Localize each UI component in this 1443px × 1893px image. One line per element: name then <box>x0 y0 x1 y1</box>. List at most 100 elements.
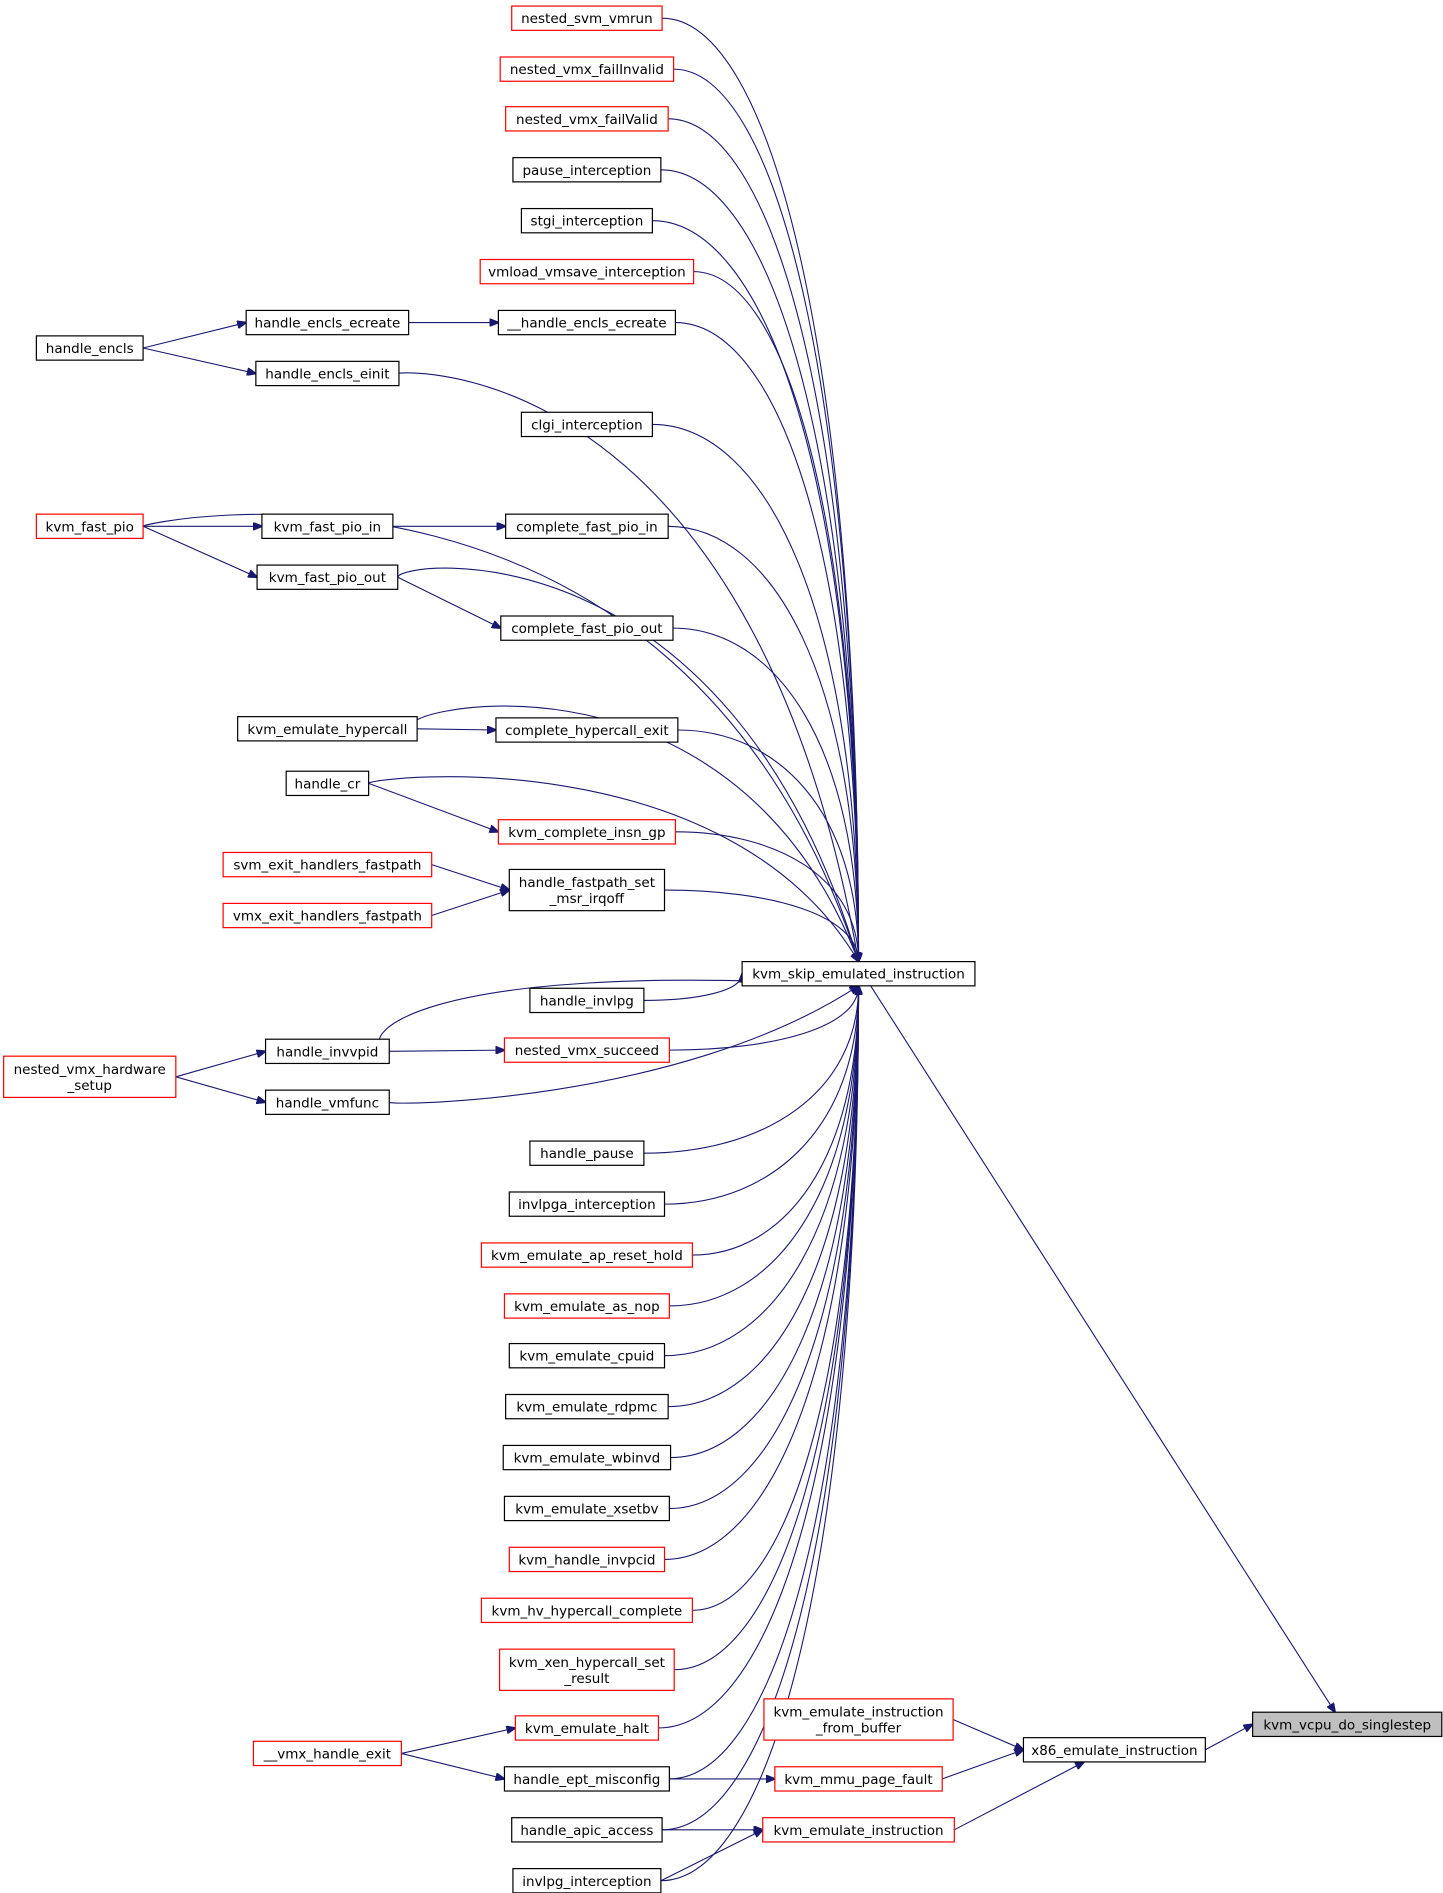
node-box <box>505 513 669 539</box>
node-clgi_interception[interactable]: clgi_interception <box>520 411 653 438</box>
node-box <box>479 258 695 285</box>
node-handle_pause[interactable]: handle_pause <box>529 1140 645 1166</box>
node-kvm_handle_invpcid[interactable]: kvm_handle_invpcid <box>508 1546 666 1573</box>
node-kvm_mmu_page_fault[interactable]: kvm_mmu_page_fault <box>774 1766 943 1792</box>
node-label: kvm_emulate_instruction <box>773 1823 943 1839</box>
node-label: kvm_mmu_page_fault <box>784 1772 932 1788</box>
node-kvm_complete_insn_gp[interactable]: kvm_complete_insn_gp <box>497 819 677 845</box>
node-label: kvm_emulate_xsetbv <box>515 1501 658 1517</box>
node-box <box>498 1648 675 1691</box>
node-complete_fast_pio_in[interactable]: complete_fast_pio_in <box>505 513 669 539</box>
node-box <box>256 564 399 590</box>
node-kvm_emulate_hypercall[interactable]: kvm_emulate_hypercall <box>237 716 418 742</box>
edge-kvm_fast_pio_out-to-complete_fast_pio_out <box>397 576 501 628</box>
node-box <box>511 1817 663 1843</box>
node-label: nested_vmx_succeed <box>515 1043 659 1059</box>
node-label: clgi_interception <box>531 417 643 433</box>
node-kvm_emulate_instruction[interactable]: kvm_emulate_instruction <box>762 1817 955 1843</box>
node-handle_encls_einit[interactable]: handle_encls_einit <box>255 360 400 387</box>
node-invlpg_interception[interactable]: invlpg_interception <box>512 1868 662 1893</box>
node-kvm_emulate_ap_reset_hold[interactable]: kvm_emulate_ap_reset_hold <box>480 1242 693 1268</box>
node-kvm_skip_emulated_instruction[interactable]: kvm_skip_emulated_instruction <box>741 960 976 987</box>
node-kvm_emulate_rdpmc[interactable]: kvm_emulate_rdpmc <box>505 1393 669 1420</box>
edge-handle_fastpath_set_msr_irqoff-to-kvm_skip_emulated_instruction <box>664 889 859 962</box>
node-box <box>763 1698 954 1741</box>
node-handle_cr[interactable]: handle_cr <box>285 770 370 797</box>
node-label: kvm_vcpu_do_singlestep <box>1263 1717 1431 1733</box>
edge-kvm_fast_pio-to-kvm_fast_pio_out <box>142 525 257 577</box>
node-box <box>222 902 433 929</box>
edge-kvm_emulate_as_nop-to-kvm_skip_emulated_instruction <box>669 986 858 1307</box>
node-nested_svm_vmrun[interactable]: nested_svm_vmrun <box>511 5 663 31</box>
node-complete_hypercall_exit[interactable]: complete_hypercall_exit <box>495 717 679 743</box>
edge-x86_emulate_instruction-to-kvm_vcpu_do_singlestep <box>1205 1724 1252 1751</box>
node-kvm_emulate_wbinvd[interactable]: kvm_emulate_wbinvd <box>502 1444 672 1471</box>
node-kvm_emulate_instruction_from_buffer[interactable]: kvm_emulate_instruction_from_buffer <box>763 1698 954 1741</box>
node-label: handle_encls_einit <box>265 366 389 382</box>
node-svm_exit_handlers_fastpath[interactable]: svm_exit_handlers_fastpath <box>222 851 433 878</box>
node-handle_fastpath_set_msr_irqoff[interactable]: handle_fastpath_set_msr_irqoff <box>508 868 666 912</box>
node-pause_interception[interactable]: pause_interception <box>512 157 662 183</box>
node-label: vmload_vmsave_interception <box>488 265 686 281</box>
edge-handle_vmfunc-to-kvm_skip_emulated_instruction <box>388 986 858 1104</box>
edge-handle_apic_access-to-kvm_skip_emulated_instruction <box>662 986 858 1831</box>
node-handle_encls[interactable]: handle_encls <box>35 335 144 361</box>
node-complete_fast_pio_out[interactable]: complete_fast_pio_out <box>500 615 674 641</box>
node-stgi_interception[interactable]: stgi_interception <box>520 207 653 234</box>
node-handle_ept_misconfig[interactable]: handle_ept_misconfig <box>503 1766 670 1792</box>
node-__vmx_handle_exit[interactable]: __vmx_handle_exit <box>252 1740 402 1767</box>
node-nested_vmx_hardware_setup[interactable]: nested_vmx_hardware_setup <box>3 1055 177 1099</box>
node-label: complete_fast_pio_in <box>516 519 658 535</box>
node-kvm_emulate_halt[interactable]: kvm_emulate_halt <box>514 1715 660 1741</box>
edge-nested_vmx_failValid-to-kvm_skip_emulated_instruction <box>668 118 858 962</box>
node-kvm_emulate_xsetbv[interactable]: kvm_emulate_xsetbv <box>503 1495 670 1522</box>
node-kvm_fast_pio[interactable]: kvm_fast_pio <box>35 513 144 539</box>
node-handle_invvpid[interactable]: handle_invvpid <box>264 1038 390 1065</box>
node-label: handle_vmfunc <box>276 1095 379 1111</box>
node-box <box>520 411 653 438</box>
node-kvm_xen_hypercall_set_result[interactable]: kvm_xen_hypercall_set_result <box>498 1648 675 1691</box>
node-box <box>503 1766 670 1792</box>
node-kvm_hv_hypercall_complete[interactable]: kvm_hv_hypercall_complete <box>480 1597 693 1624</box>
node-box <box>222 851 433 878</box>
node-label: kvm_complete_insn_gp <box>508 825 665 841</box>
node-handle_vmfunc[interactable]: handle_vmfunc <box>264 1089 390 1115</box>
node-x86_emulate_instruction[interactable]: x86_emulate_instruction <box>1022 1737 1206 1763</box>
node-nested_vmx_failInvalid[interactable]: nested_vmx_failInvalid <box>499 56 675 82</box>
node-invlpga_interception[interactable]: invlpga_interception <box>508 1191 666 1217</box>
node-kvm_fast_pio_out[interactable]: kvm_fast_pio_out <box>256 564 399 590</box>
node-box <box>512 157 662 183</box>
node-handle_encls_ecreate[interactable]: handle_encls_ecreate <box>245 309 410 336</box>
node-kvm_emulate_as_nop[interactable]: kvm_emulate_as_nop <box>503 1293 670 1319</box>
node-label: handle_encls_ecreate <box>255 316 401 332</box>
node-box <box>508 868 666 912</box>
edge-kvm_fast_pio_out-to-kvm_skip_emulated_instruction <box>397 567 859 961</box>
node-layer: nested_svm_vmrun nested_vmx_failInvalidne… <box>3 5 1443 1893</box>
node-handle_apic_access[interactable]: handle_apic_access <box>511 1817 663 1843</box>
node-box <box>529 987 645 1014</box>
node-box <box>520 207 653 234</box>
node-kvm_emulate_cpuid[interactable]: kvm_emulate_cpuid <box>508 1342 666 1369</box>
node-label: kvm_emulate_instruction <box>773 1704 943 1720</box>
edge-kvm_emulate_rdpmc-to-kvm_skip_emulated_instruction <box>668 986 858 1408</box>
node-box <box>35 513 144 539</box>
node-label: handle_apic_access <box>520 1823 653 1839</box>
node-box <box>1022 1737 1206 1763</box>
node-box <box>500 615 674 641</box>
node-label: handle_fastpath_set <box>519 875 655 891</box>
node-__handle_encls_ecreate[interactable]: __handle_encls_ecreate <box>497 309 677 336</box>
node-vmload_vmsave_interception[interactable]: vmload_vmsave_interception <box>479 258 695 285</box>
node-box <box>35 335 144 361</box>
node-label: pause_interception <box>522 163 651 179</box>
node-kvm_fast_pio_in[interactable]: kvm_fast_pio_in <box>261 513 394 539</box>
node-handle_invlpg[interactable]: handle_invlpg <box>529 987 645 1014</box>
node-nested_vmx_failValid[interactable]: nested_vmx_failValid <box>505 106 669 132</box>
node-box <box>252 1740 402 1767</box>
node-vmx_exit_handlers_fastpath[interactable]: vmx_exit_handlers_fastpath <box>222 902 433 929</box>
node-label: invlpga_interception <box>518 1197 656 1213</box>
node-nested_vmx_succeed[interactable]: nested_vmx_succeed <box>503 1037 670 1063</box>
node-label: nested_vmx_failInvalid <box>510 62 664 78</box>
edge-pause_interception-to-kvm_skip_emulated_instruction <box>660 169 859 962</box>
edge-handle_cr-to-kvm_skip_emulated_instruction <box>368 776 859 962</box>
edge-complete_fast_pio_in-to-kvm_skip_emulated_instruction <box>668 525 858 961</box>
